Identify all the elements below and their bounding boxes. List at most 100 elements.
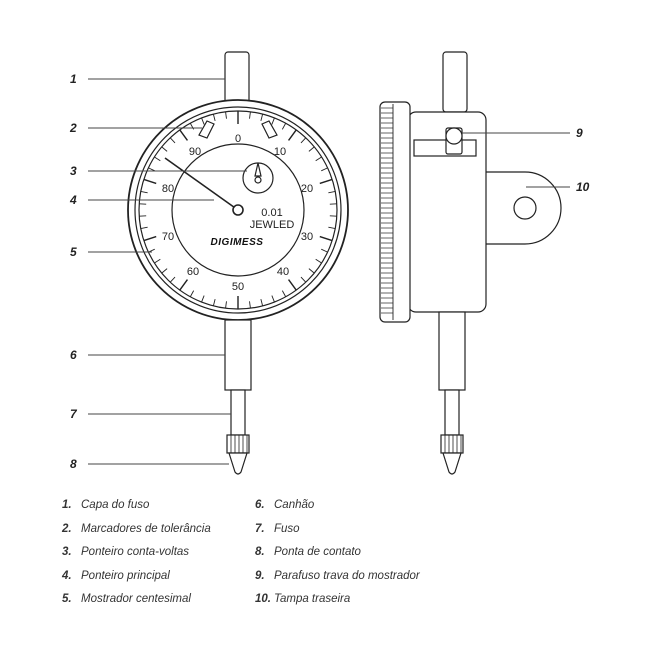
dial-tick [287, 279, 297, 291]
tolerance-marker-left [198, 120, 215, 139]
dial-tick [154, 156, 161, 162]
callout-numbers: 1 2 3 4 5 6 7 8 9 10 [69, 72, 590, 471]
dial-tick [308, 268, 315, 274]
side-bezel [379, 101, 411, 323]
revolution-counter-pointer [254, 162, 262, 177]
front-view [127, 51, 349, 475]
legend-label: Ponta de contato [274, 546, 361, 558]
legend-item: 7. Fuso [255, 518, 420, 542]
main-pointer [164, 157, 239, 211]
dial-tick [212, 113, 216, 122]
dial-tick [201, 117, 205, 125]
dial-tick [319, 235, 333, 242]
side-stem [438, 311, 466, 391]
callout-8: 8 [70, 457, 77, 471]
dial-tick [287, 129, 297, 141]
resolution-label: 0.01 [261, 207, 282, 219]
dial-lock-screw-base [413, 139, 477, 157]
legend-number: 3. [62, 546, 72, 558]
legend-number: 10. [255, 593, 271, 605]
legend-item: 10.Tampa traseira [255, 588, 420, 612]
dial-tick [249, 301, 251, 309]
side-view [379, 51, 562, 475]
dial-number: 0 [235, 133, 241, 145]
legend-label: Fuso [274, 522, 300, 535]
side-spindle-cap [442, 51, 468, 113]
legend-label: Ponteiro principal [81, 569, 170, 582]
dial-number: 70 [162, 231, 174, 243]
legend-item: 3.Ponteiro conta-voltas [62, 541, 211, 565]
callout-2: 2 [69, 121, 77, 135]
dial-tick [189, 290, 195, 297]
callout-7: 7 [70, 407, 78, 421]
legend-label: Mostrador centesimal [81, 593, 191, 605]
bezel-knurl [381, 107, 393, 314]
dial-number: 40 [277, 266, 289, 278]
dial-tick [179, 129, 189, 141]
legend-label: Marcadores de tolerância [81, 522, 211, 535]
jewel-label: JEWLED [250, 219, 295, 231]
legend-column-left: 1. Capa do fuso 2. Marcadores de tolerânci… [62, 494, 211, 612]
dial-tick [143, 235, 157, 242]
legend-number: 6. [255, 499, 265, 511]
stem [224, 319, 252, 391]
side-spindle [444, 389, 460, 436]
tolerance-marker-right [261, 120, 278, 139]
legend-item: 4. Ponteiro principal [62, 565, 211, 589]
dial-tick [271, 295, 275, 303]
contact-tip [228, 452, 248, 475]
dial-tick [328, 226, 336, 229]
dial-tick [154, 258, 161, 264]
legend-number: 2. [62, 522, 72, 535]
dial-tick [321, 248, 328, 253]
legend-item: 8. Ponta de contato [255, 541, 420, 565]
main-pointer-hub [232, 204, 244, 216]
dial-tick [249, 111, 251, 119]
legend-item: 9.Parafuso trava do mostrador [255, 565, 420, 589]
legend-item: 5.Mostrador centesimal [62, 588, 211, 612]
dial-numbers: 0 10 20 30 40 50 60 70 80 90 0.01 JEWLED [162, 133, 313, 293]
contact-knurl [226, 434, 250, 454]
legend-label: Parafuso trava do mostrador [274, 569, 420, 582]
legend-item: 1. Capa do fuso [62, 494, 211, 518]
dial-tick [169, 137, 176, 144]
dial-tick [300, 137, 307, 144]
legend-number: 4. [62, 569, 72, 582]
dial-tick [212, 298, 216, 307]
dial-tick [315, 156, 322, 162]
dial-tick [260, 113, 264, 122]
callout-1: 1 [70, 72, 77, 86]
legend-column-right: 6. Canhão 7. Fuso 8. Ponta de contato 9.Par… [255, 494, 420, 612]
dial-number: 30 [301, 231, 313, 243]
dial-tick [281, 290, 287, 297]
dial-lock-screw-cap [445, 127, 463, 145]
legend-item: 6. Canhão [255, 494, 420, 518]
dial-tick [315, 258, 322, 264]
dial-tick [308, 146, 315, 152]
back-cover-hole [513, 196, 537, 220]
dial-tick [319, 178, 333, 185]
dial-tick [148, 167, 155, 172]
dial-tick [140, 191, 148, 194]
legend-number: 1. [62, 499, 72, 511]
dial-tick [161, 268, 168, 274]
callout-10: 10 [576, 180, 590, 194]
callout-3: 3 [70, 164, 77, 178]
dial-number: 50 [232, 281, 244, 293]
callout-6: 6 [70, 348, 77, 362]
dial-tick [225, 111, 227, 119]
dial-number: 20 [301, 183, 313, 195]
dial-tick [260, 298, 264, 307]
legend-label: Canhão [274, 499, 315, 511]
dial-tick [271, 117, 275, 125]
dial-tick [140, 226, 148, 229]
legend-label: Capa do fuso [81, 499, 150, 511]
dial-tick [143, 178, 157, 185]
legend-number: 8. [255, 546, 265, 558]
callout-leaders [88, 78, 570, 465]
dial-tick [179, 279, 189, 291]
dial-number: 80 [162, 183, 174, 195]
callout-5: 5 [70, 245, 77, 259]
legend-number: 7. [255, 522, 265, 535]
